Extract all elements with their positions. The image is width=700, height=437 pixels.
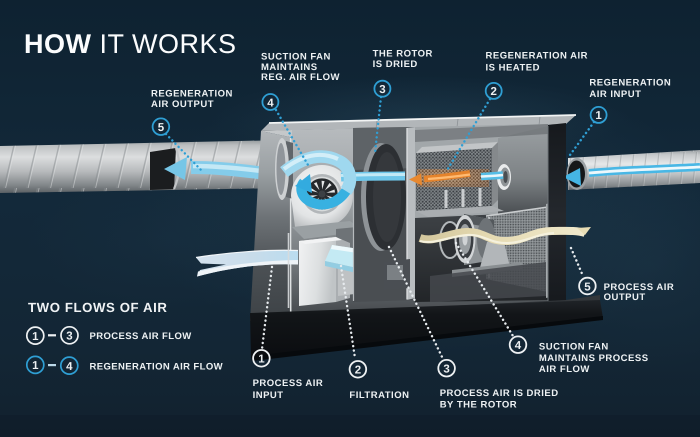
svg-text:3: 3: [443, 364, 449, 376]
svg-text:AIR OUTPUT: AIR OUTPUT: [151, 99, 214, 110]
svg-text:SUCTION FAN: SUCTION FAN: [261, 52, 331, 63]
svg-text:4: 4: [515, 340, 522, 352]
svg-text:3: 3: [379, 84, 385, 96]
svg-text:1: 1: [258, 354, 265, 366]
svg-text:5: 5: [158, 122, 165, 134]
svg-text:IS HEATED: IS HEATED: [486, 63, 540, 74]
svg-text:1: 1: [595, 110, 602, 122]
svg-text:REG. AIR FLOW: REG. AIR FLOW: [261, 72, 340, 83]
svg-text:4: 4: [66, 361, 73, 373]
svg-text:AIR FLOW: AIR FLOW: [539, 364, 590, 375]
svg-text:TWO FLOWS OF AIR: TWO FLOWS OF AIR: [28, 300, 168, 315]
svg-text:AIR INPUT: AIR INPUT: [589, 89, 641, 100]
svg-text:FILTRATION: FILTRATION: [349, 390, 409, 401]
svg-text:MAINTAINS: MAINTAINS: [261, 62, 318, 73]
svg-text:PROCESS AIR IS DRIED: PROCESS AIR IS DRIED: [440, 388, 559, 399]
svg-text:1: 1: [32, 331, 39, 343]
svg-text:PROCESS AIR: PROCESS AIR: [253, 378, 324, 389]
svg-text:4: 4: [267, 97, 274, 109]
svg-text:IS DRIED: IS DRIED: [373, 59, 418, 70]
svg-text:1: 1: [32, 360, 39, 372]
svg-text:INPUT: INPUT: [253, 390, 284, 401]
svg-text:REGENERATION AIR: REGENERATION AIR: [486, 51, 588, 62]
svg-text:HOW IT WORKS: HOW IT WORKS: [24, 29, 237, 59]
svg-text:OUTPUT: OUTPUT: [604, 292, 646, 303]
svg-text:5: 5: [584, 281, 591, 293]
svg-text:2: 2: [490, 86, 496, 98]
svg-text:REGENERATION: REGENERATION: [151, 89, 233, 100]
svg-text:2: 2: [355, 365, 361, 377]
svg-text:PROCESS AIR: PROCESS AIR: [604, 282, 675, 293]
svg-text:REGENERATION AIR FLOW: REGENERATION AIR FLOW: [90, 361, 223, 372]
svg-text:BY THE ROTOR: BY THE ROTOR: [440, 400, 517, 411]
svg-text:3: 3: [66, 331, 72, 343]
svg-text:THE ROTOR: THE ROTOR: [373, 49, 433, 60]
svg-text:MAINTAINS PROCESS: MAINTAINS PROCESS: [539, 353, 649, 364]
svg-text:PROCESS AIR FLOW: PROCESS AIR FLOW: [90, 331, 192, 342]
svg-text:REGENERATION: REGENERATION: [589, 77, 671, 88]
svg-text:SUCTION FAN: SUCTION FAN: [539, 342, 609, 353]
